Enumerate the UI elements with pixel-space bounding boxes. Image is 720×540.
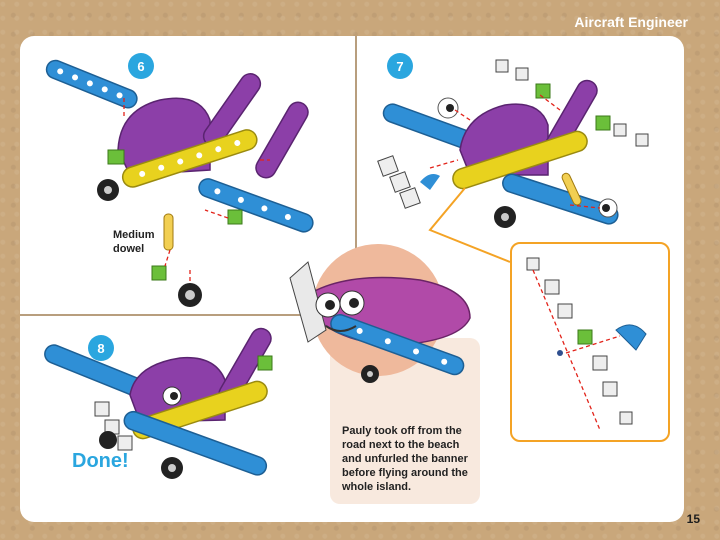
step-6-airplane-model-icon [45,59,314,307]
divider-horizontal [20,314,310,316]
step-7-badge: 7 [387,53,413,79]
detail-parts-icon [526,257,647,431]
page-number: 15 [686,512,700,526]
medium-dowel-label: Medium dowel [113,229,155,255]
divider-vertical [355,36,357,316]
done-label: Done! [72,450,129,472]
step-8-badge: 8 [88,335,114,361]
pauly-plane-character-icon [289,244,471,383]
step-6-badge: 6 [128,53,154,79]
step-7-airplane-model-icon [377,59,649,263]
story-text: Pauly took off from the road next to the… [342,425,468,493]
page-title: Aircraft Engineer [574,14,688,30]
step-8-airplane-model-icon [44,327,273,479]
